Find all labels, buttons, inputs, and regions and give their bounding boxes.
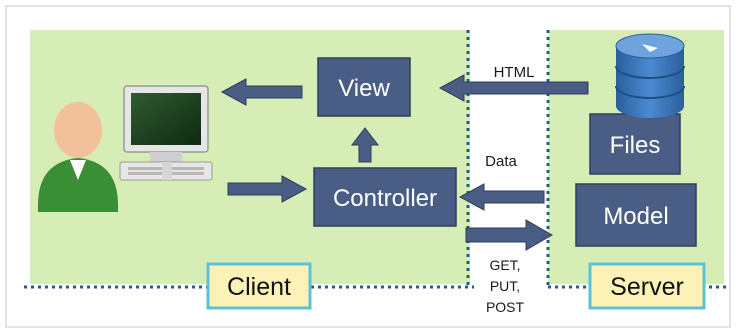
get-method-label: GET, [489,257,520,273]
view-box [317,57,411,117]
view-label: View [338,75,390,102]
controller-box [313,167,457,227]
database-icon [615,33,685,118]
data-arrow [458,183,545,211]
put-method-label: PUT, [490,278,520,294]
html-arrow [438,74,589,102]
files-label: Files [610,132,661,159]
client-label-text: Client [227,273,291,301]
component-boxes [313,57,697,247]
html-flow-label: HTML [494,64,535,81]
flow-arrows [220,74,589,251]
files-box [589,113,681,175]
view-to-user-arrow [220,78,303,106]
user-icon [38,102,118,212]
controller-to-view-arrow [350,127,380,163]
computer-monitor-icon [119,85,213,181]
request-arrow [465,219,554,251]
user-to-controller-arrow [227,175,308,203]
server-label-text: Server [610,273,684,301]
post-method-label: POST [486,299,525,315]
model-label: Model [603,203,668,230]
server-zone-label: Server [588,262,706,310]
client-zone-label: Client [206,262,312,310]
controller-label: Controller [333,185,437,212]
model-box [575,183,697,247]
data-flow-label: Data [485,153,517,170]
